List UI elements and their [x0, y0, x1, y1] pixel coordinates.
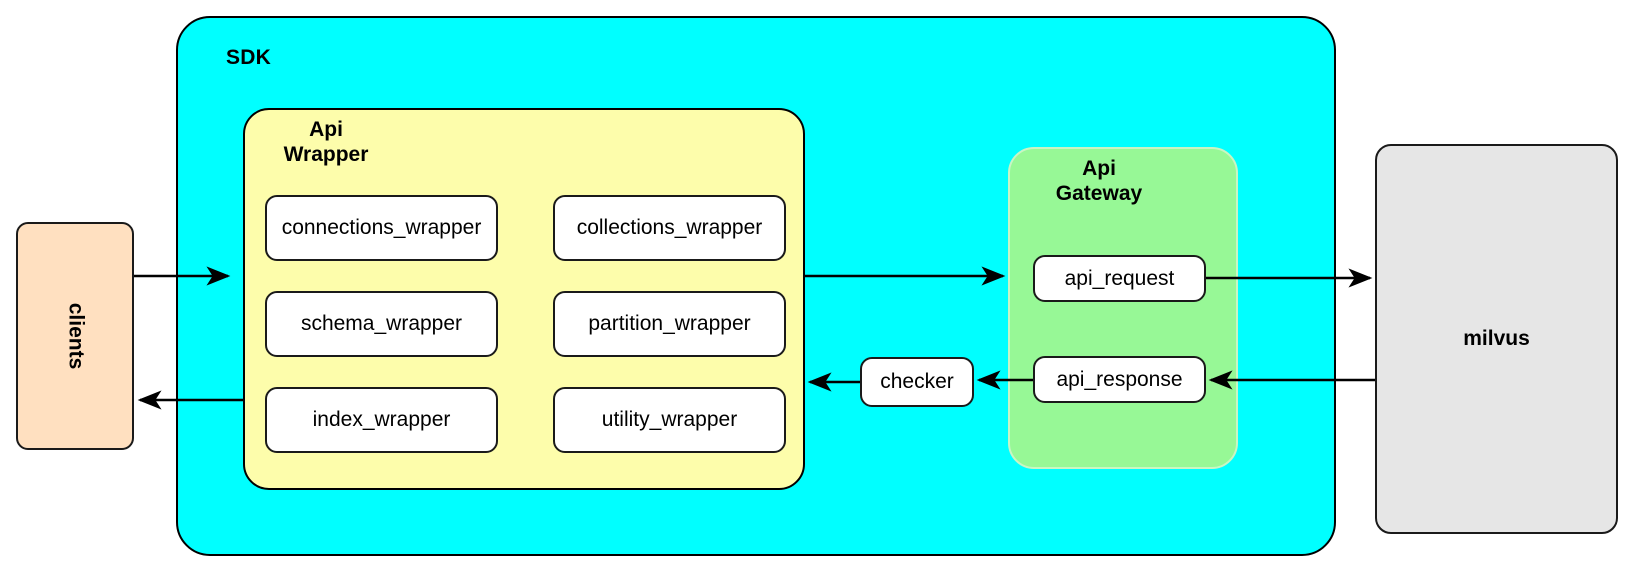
node-collections-wrapper[interactable]: collections_wrapper	[553, 195, 786, 261]
node-index-wrapper-label: index_wrapper	[312, 408, 451, 431]
node-checker-label: checker	[880, 370, 954, 393]
node-schema-wrapper-label: schema_wrapper	[300, 312, 463, 335]
node-schema-wrapper[interactable]: schema_wrapper	[265, 291, 498, 357]
container-api-gateway: Api Gateway	[1008, 147, 1238, 469]
node-collections-wrapper-label: collections_wrapper	[576, 216, 763, 239]
node-milvus[interactable]: milvus	[1375, 144, 1618, 534]
node-utility-wrapper[interactable]: utility_wrapper	[553, 387, 786, 453]
node-connections-wrapper-label: connections_wrapper	[281, 216, 482, 239]
container-sdk-label: SDK	[226, 46, 271, 69]
container-api-wrapper-label: Api Wrapper	[283, 118, 369, 166]
node-partition-wrapper-label: partition_wrapper	[588, 312, 751, 335]
node-api-response-label: api_response	[1056, 367, 1183, 391]
node-clients-label: clients	[64, 302, 87, 370]
node-connections-wrapper[interactable]: connections_wrapper	[265, 195, 498, 261]
node-checker[interactable]: checker	[860, 357, 974, 407]
node-partition-wrapper[interactable]: partition_wrapper	[553, 291, 786, 357]
node-api-response[interactable]: api_response	[1033, 356, 1206, 403]
node-api-request[interactable]: api_request	[1033, 255, 1206, 302]
node-api-request-label: api_request	[1064, 266, 1175, 290]
node-index-wrapper[interactable]: index_wrapper	[265, 387, 498, 453]
node-milvus-label: milvus	[1463, 327, 1530, 350]
node-utility-wrapper-label: utility_wrapper	[601, 408, 738, 431]
container-api-gateway-label: Api Gateway	[1055, 157, 1143, 205]
node-clients[interactable]: clients	[16, 222, 134, 450]
